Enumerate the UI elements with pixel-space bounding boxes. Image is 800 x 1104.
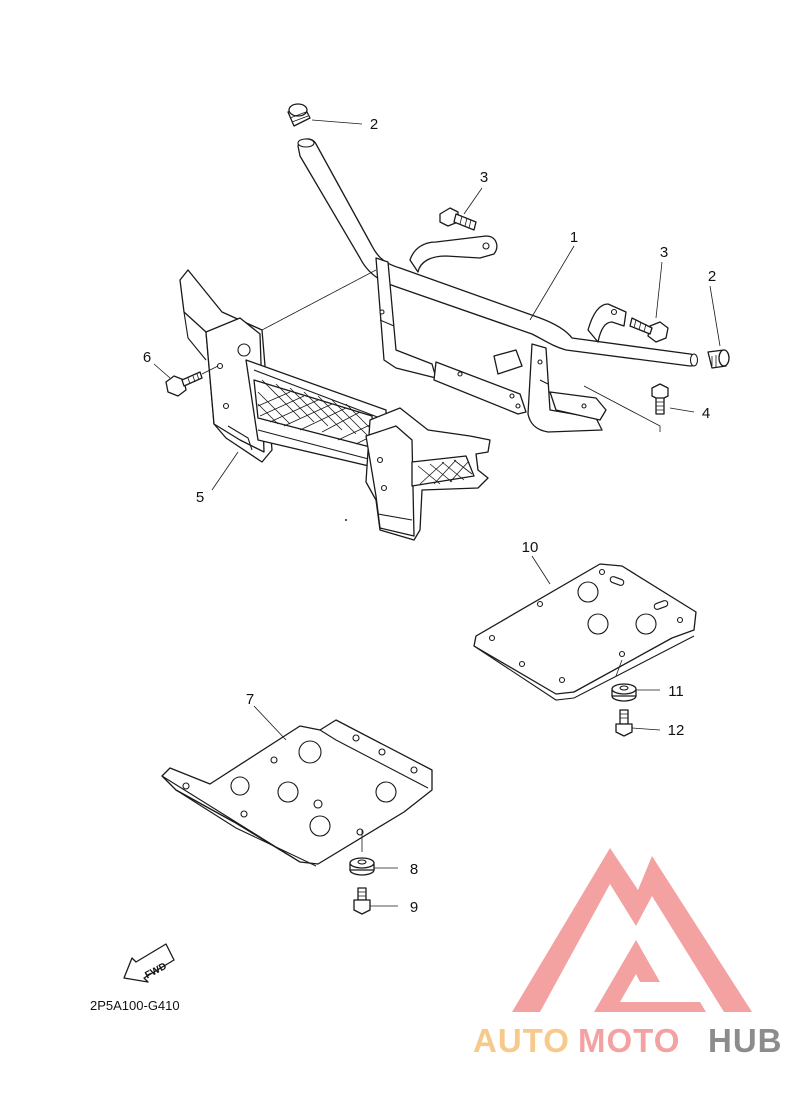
watermark-brand-hub: HUB [708,1022,783,1059]
callout-3-right: 3 [660,244,668,261]
flange-bolt-guard [165,371,203,397]
bolt-upper [615,709,633,737]
callout-11: 11 [668,683,684,700]
callout-1: 1 [570,229,578,246]
leader-lines [153,119,721,907]
callout-10: 10 [522,539,539,556]
callout-2-top: 2 [370,116,378,133]
callout-8: 8 [410,861,418,878]
flange-bolt-left [439,207,477,231]
skid-plate-lower [161,719,433,867]
watermark-brand-moto: MOTO [578,1022,680,1059]
bolt-lower [353,887,371,915]
watermark-logo: AUTO MOTO HUB [473,848,783,1059]
diagram-code: 2P5A100-G410 [90,998,180,1013]
flange-bolt-right [629,317,669,343]
fwd-arrow-icon: FWD [123,943,175,983]
callout-7: 7 [246,691,254,708]
collar-lower [349,857,375,876]
flange-bolt-lower [651,383,669,415]
bumper-mesh-panel [253,379,375,449]
front-bracket-frame [297,138,699,433]
callout-5: 5 [196,489,204,506]
callout-2-right: 2 [708,268,716,285]
callout-9: 9 [410,899,418,916]
watermark-brand-auto: AUTO [473,1022,570,1059]
skid-plate-upper [473,563,697,701]
end-cap-right [707,349,730,369]
collar-upper [611,683,637,702]
front-bumper-guard [179,269,491,541]
watermark-triangle-mark [512,848,752,1012]
callout-4: 4 [702,405,710,422]
callout-3-left: 3 [480,169,488,186]
callout-12: 12 [668,722,685,739]
end-cap-top [287,103,311,127]
callout-6: 6 [143,349,151,366]
